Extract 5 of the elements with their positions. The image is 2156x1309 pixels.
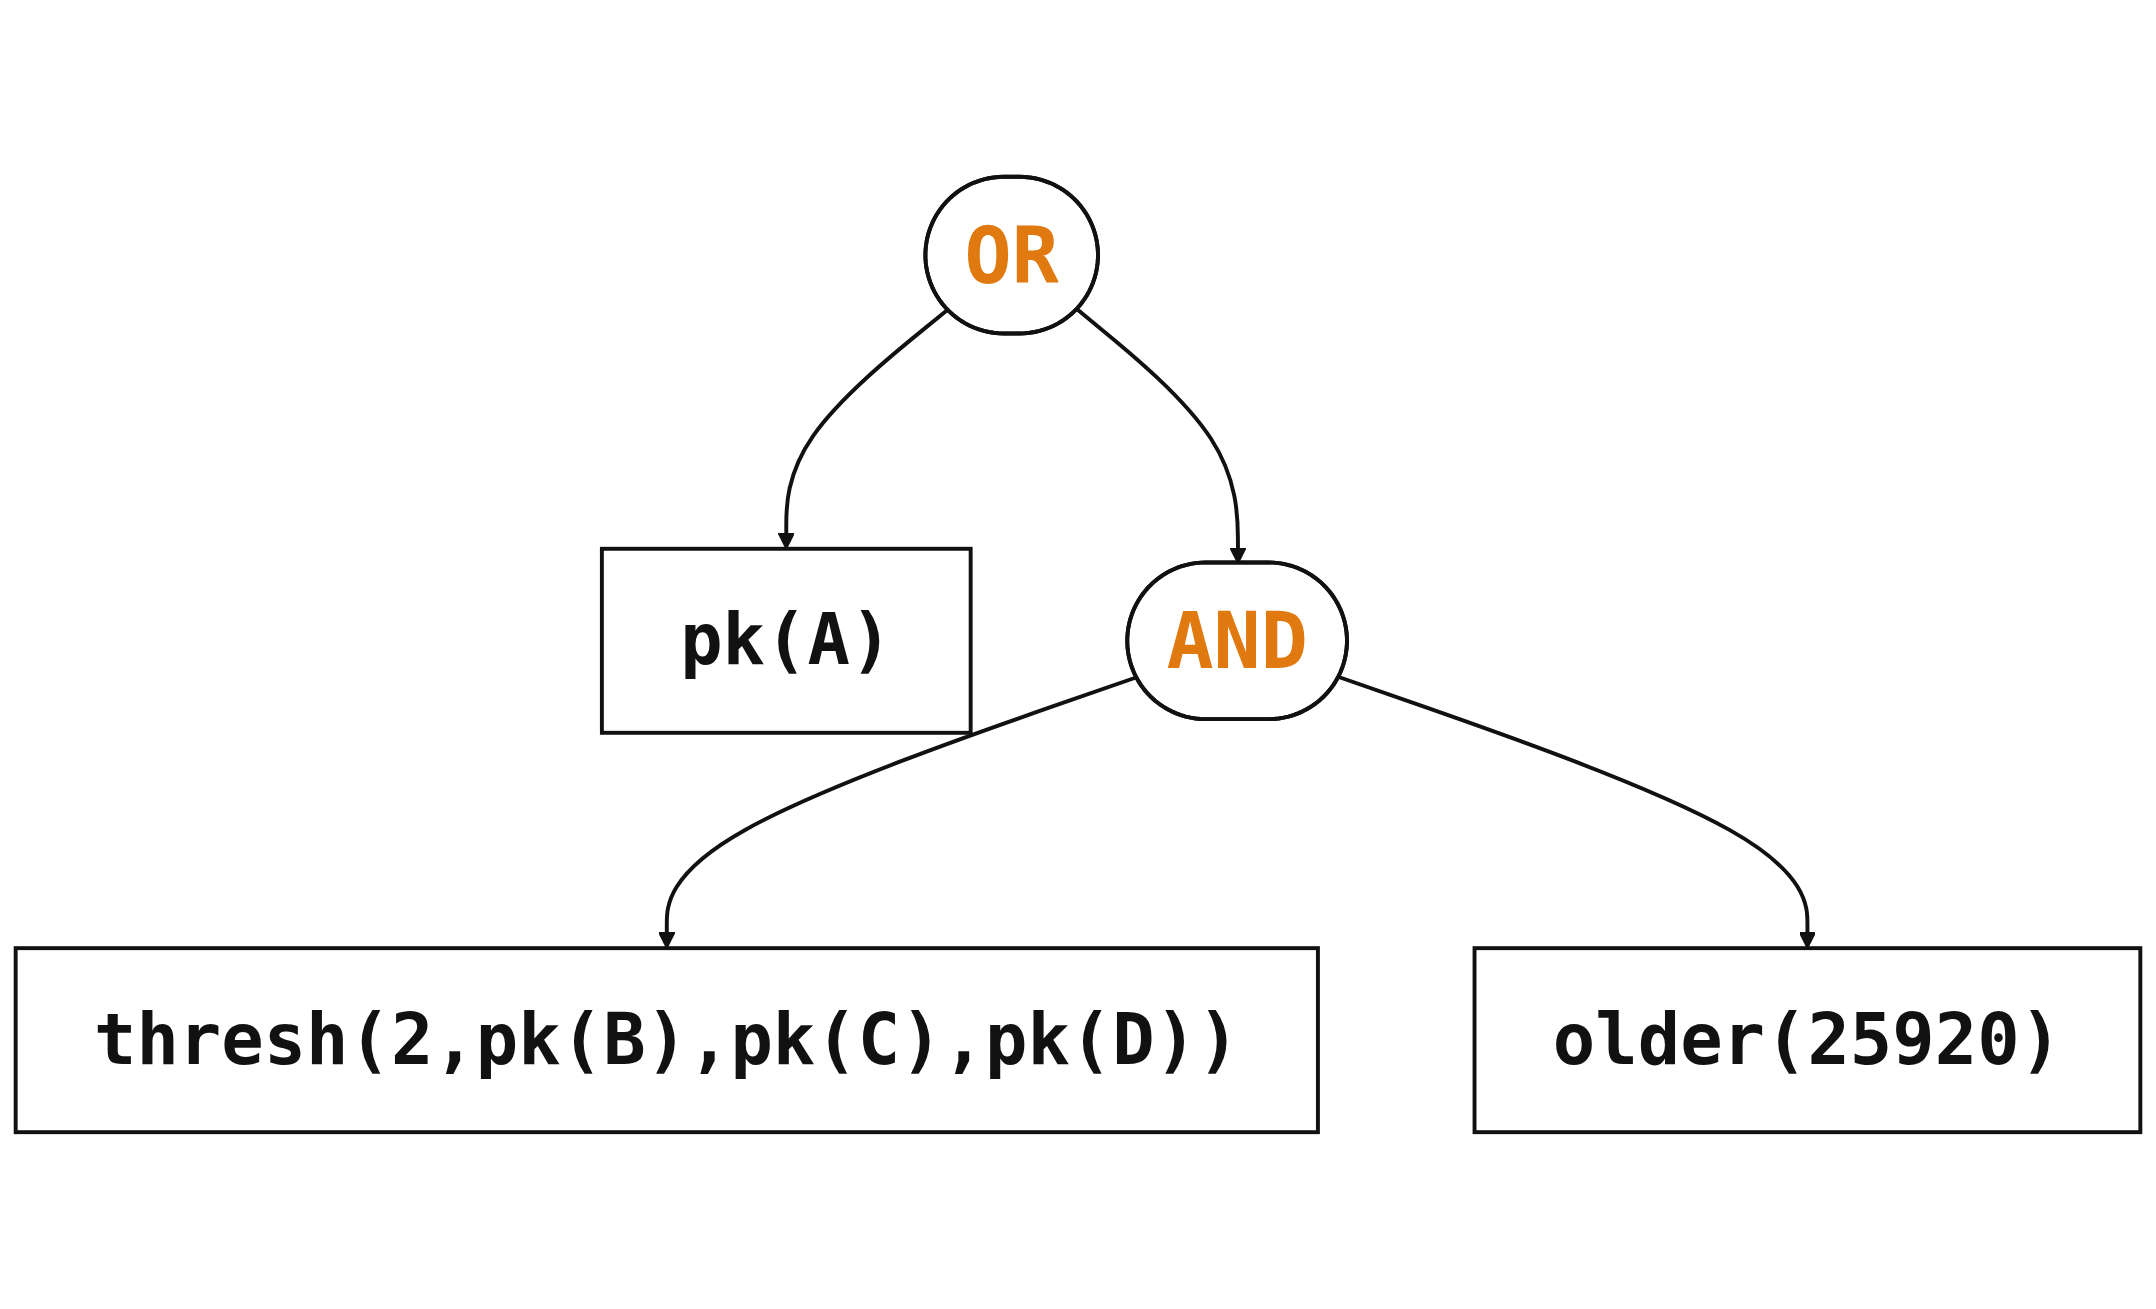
- node-box: pk(A): [599, 546, 973, 735]
- arrow: [1338, 675, 1817, 949]
- node-box: older(25920): [1472, 946, 2143, 1135]
- arrow: [658, 675, 1138, 949]
- node-box: thresh(2,pk(B),pk(C),pk(D)): [13, 946, 1320, 1135]
